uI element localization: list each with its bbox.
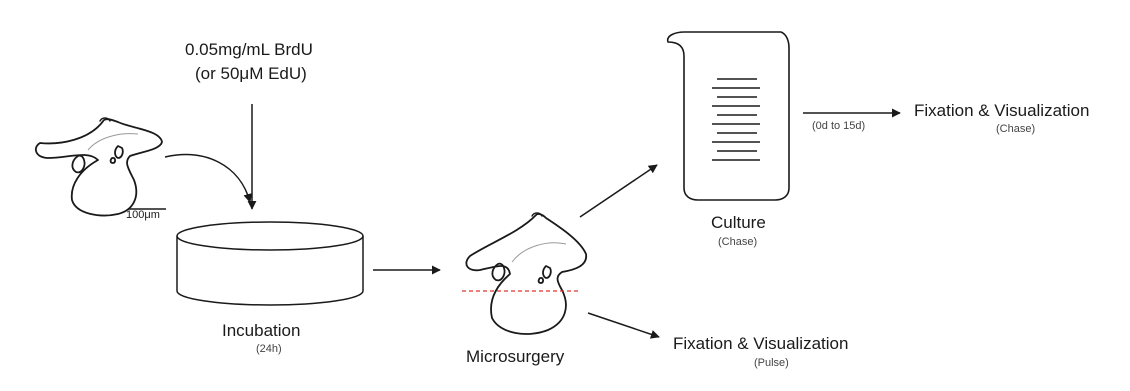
- scale-bar-label: 100μm: [126, 209, 160, 222]
- embryo-faint-line: [88, 134, 138, 150]
- incubation-title: Incubation: [222, 321, 300, 341]
- arrow-to-culture: [580, 165, 657, 217]
- reagent-line-1: 0.05mg/mL BrdU: [185, 40, 313, 60]
- embryo-faint-line-2: [512, 243, 566, 262]
- beaker-illustration: [668, 32, 789, 200]
- arrow-to-fixation-pulse: [588, 313, 659, 337]
- fixation-chase-detail: (Chase): [996, 123, 1035, 136]
- embryo-illustration-initial: [36, 118, 162, 215]
- beaker-graduations: [712, 79, 760, 160]
- culture-detail: (Chase): [718, 236, 757, 249]
- fixation-pulse-detail: (Pulse): [754, 357, 789, 370]
- arrow-embryo-to-dish: [165, 155, 250, 202]
- microsurgery-title: Microsurgery: [466, 347, 564, 367]
- chase-duration-label: (0d to 15d): [812, 120, 865, 133]
- reagent-line-2: (or 50μM EdU): [195, 64, 307, 84]
- fixation-chase-title: Fixation & Visualization: [914, 101, 1089, 121]
- incubation-detail: (24h): [256, 343, 282, 356]
- embryo-illustration-microsurgery: [466, 213, 586, 334]
- fixation-pulse-title: Fixation & Visualization: [673, 334, 848, 354]
- petri-dish-illustration: [177, 222, 363, 305]
- culture-title: Culture: [711, 213, 766, 233]
